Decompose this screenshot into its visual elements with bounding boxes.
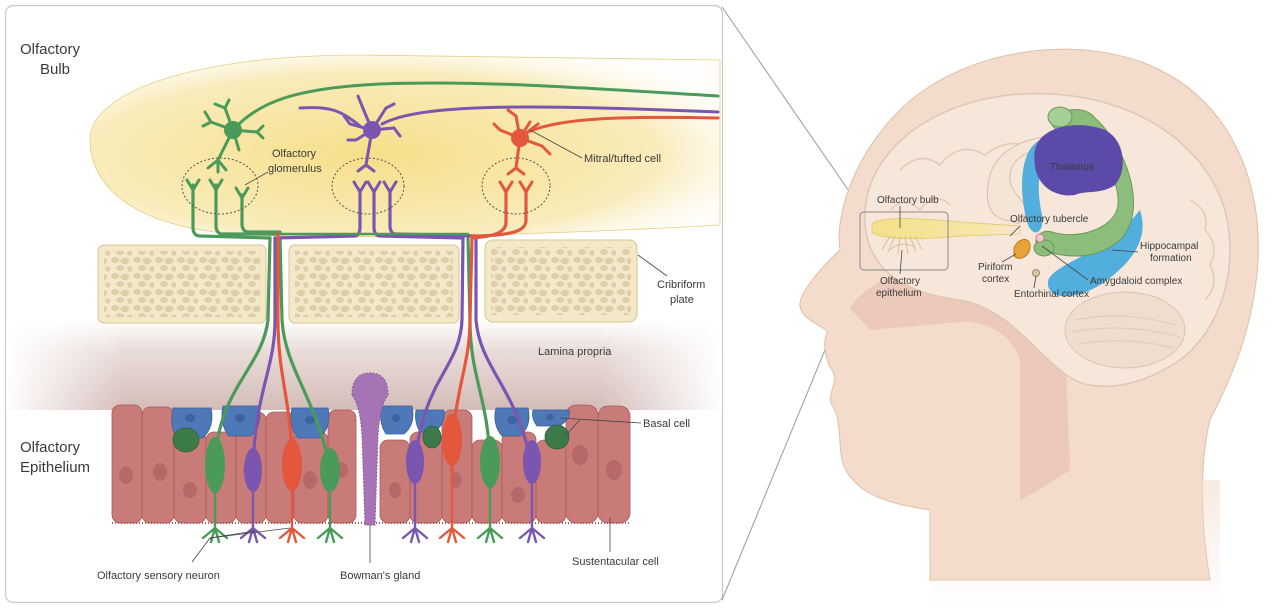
olfactory-tubercle-dot — [1035, 233, 1045, 243]
label-lamina-propria: Lamina propria — [538, 346, 612, 358]
fornix-end — [1047, 106, 1073, 128]
mitral-cells — [201, 81, 720, 176]
leader-olf-epi-right — [899, 249, 903, 275]
label-piriform-cortex-line2: cortex — [982, 274, 1009, 285]
leader-piriform — [1001, 253, 1017, 263]
label-olfactory-glomerulus-line1: Olfactory — [272, 148, 317, 160]
right-panel-head: Thalamus Olfactory bulb Olfactory tuberc… — [799, 48, 1259, 609]
label-olfactory-bulb-line1: Olfactory — [20, 41, 81, 58]
label-olfactory-epithelium-line2: Epithelium — [20, 459, 90, 476]
leader-mitral — [529, 129, 583, 159]
label-piriform-cortex-line1: Piriform — [978, 262, 1012, 273]
label-mitral-tufted-cell: Mitral/tufted cell — [584, 153, 661, 165]
leader-olf-tubercle — [1009, 225, 1021, 237]
label-olfactory-bulb-line2: Bulb — [40, 61, 70, 78]
neck-fade — [930, 480, 1220, 609]
left-panel: Olfactory Bulb Olfactory glomerulus Mitr… — [4, 4, 724, 604]
label-hippocampal-formation-line2: formation — [1150, 253, 1192, 264]
mitral-cell-red — [492, 108, 720, 176]
label-cribriform-plate-line2: plate — [670, 294, 694, 306]
label-bowmans-gland: Bowman's gland — [340, 570, 420, 582]
label-basal-cell: Basal cell — [643, 418, 690, 430]
cribriform-plate — [97, 239, 638, 324]
left-panel-labels: Olfactory Bulb Olfactory glomerulus Mitr… — [20, 41, 705, 582]
label-hippocampal-formation-line1: Hippocampal — [1140, 241, 1198, 252]
label-olfactory-glomerulus-line2: glomerulus — [268, 163, 322, 175]
label-olfactory-epithelium-line1: Olfactory — [20, 439, 81, 456]
mitral-cell-purple — [298, 94, 720, 173]
leader-basal-1 — [559, 417, 642, 424]
label-olfactory-epithelium-right-line2: epithelium — [876, 288, 922, 299]
thalamus-shape — [1034, 125, 1123, 196]
leader-hippocampal — [1111, 249, 1139, 253]
basal-cells-green — [172, 424, 570, 453]
zoom-box — [859, 211, 949, 271]
leader-basal-2 — [564, 419, 581, 437]
mitral-cell-green — [201, 81, 720, 174]
sensory-neuron-cilia — [201, 464, 546, 544]
label-cribriform-plate-line1: Cribriform — [657, 279, 705, 291]
leader-glomerulus — [244, 171, 269, 186]
amygdala-shape — [1033, 239, 1055, 257]
leader-entorhinal — [1033, 275, 1037, 289]
leader-cribriform — [637, 254, 668, 277]
label-olfactory-epithelium-right-line1: Olfactory — [880, 276, 920, 287]
label-amygdaloid-complex: Amygdaloid complex — [1090, 276, 1182, 287]
label-thalamus: Thalamus — [1050, 162, 1094, 173]
label-olfactory-tubercle: Olfactory tubercle — [1010, 214, 1089, 225]
axon-bundles-bulb — [191, 183, 528, 240]
glomerular-tufts — [185, 178, 534, 200]
piriform-cortex-shape — [1013, 239, 1031, 259]
label-olfactory-sensory-neuron: Olfactory sensory neuron — [97, 570, 220, 582]
olfactory-bulb-right — [871, 218, 1021, 240]
right-panel-labels: Thalamus Olfactory bulb Olfactory tuberc… — [876, 162, 1198, 300]
glomerulus-red — [481, 157, 551, 215]
olfactory-epithelium-fibers — [881, 235, 923, 255]
label-sustentacular-cell: Sustentacular cell — [572, 556, 659, 568]
bowmans-gland — [351, 372, 389, 526]
label-entorhinal-cortex: Entorhinal cortex — [1014, 289, 1089, 300]
basal-nuclei — [185, 414, 554, 424]
sensory-neuron-axons — [213, 236, 534, 472]
leader-amygdaloid — [1041, 245, 1089, 281]
lamina-propria-band — [6, 320, 722, 410]
entorhinal-dot — [1032, 269, 1040, 277]
glomerulus-purple — [331, 157, 405, 215]
leader-osn-3 — [209, 527, 291, 539]
label-olfactory-bulb-right: Olfactory bulb — [877, 195, 939, 206]
sensory-neuron-bodies — [205, 414, 541, 493]
cerebellum — [1064, 291, 1186, 369]
